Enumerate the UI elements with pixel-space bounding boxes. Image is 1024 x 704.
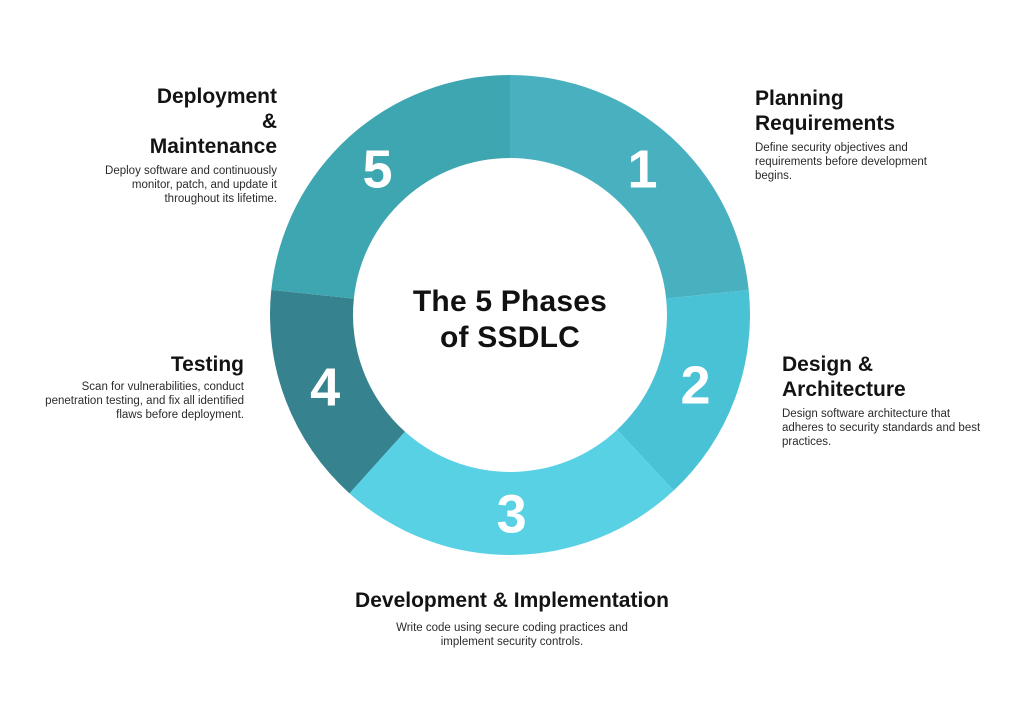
segment-number-5: 5 [362, 139, 392, 199]
segment-number-1: 1 [627, 139, 657, 199]
phase-title-deployment-maintenance: Deployment & Maintenance [149, 85, 277, 158]
donut-segment-2 [617, 289, 750, 491]
phase-block-planning-requirements: Planning Requirements Define security ob… [755, 86, 955, 183]
donut-svg: 1 2 3 4 5 [270, 75, 750, 555]
phase-description-planning-requirements: Define security objectives and requireme… [755, 142, 927, 182]
segment-number-2: 2 [680, 356, 710, 416]
phase-block-deployment-maintenance: Deployment & Maintenance Deploy software… [82, 84, 277, 206]
phase-description-design-architecture: Design software architecture that adhere… [782, 408, 981, 448]
phase-block-testing: Testing Scan for vulnerabilities, conduc… [39, 352, 244, 422]
segment-number-4: 4 [310, 357, 340, 417]
donut-segment-5 [271, 75, 510, 299]
phase-title-development-implementation: Development & Implementation [355, 589, 669, 612]
donut-segment-1 [510, 75, 749, 299]
donut-segment-4 [270, 289, 405, 494]
phase-title-testing: Testing [170, 353, 244, 376]
segment-number-3: 3 [497, 484, 527, 544]
phase-block-development-implementation: Development & Implementation Write code … [302, 588, 722, 650]
phase-description-development-implementation: Write code using secure coding practices… [396, 622, 628, 648]
ssdlc-donut-chart: 1 2 3 4 5 [270, 75, 750, 555]
phase-title-design-architecture: Design & Architecture [782, 353, 906, 401]
phase-block-design-architecture: Design & Architecture Design software ar… [782, 352, 987, 449]
phase-title-planning-requirements: Planning Requirements [755, 87, 896, 135]
donut-segment-3 [349, 429, 674, 555]
donut-center-title: The 5 Phases of SSDLC [412, 285, 608, 354]
phase-description-deployment-maintenance: Deploy software and continuously monitor… [105, 165, 277, 205]
phase-description-testing: Scan for vulnerabilities, conduct penetr… [45, 381, 244, 421]
